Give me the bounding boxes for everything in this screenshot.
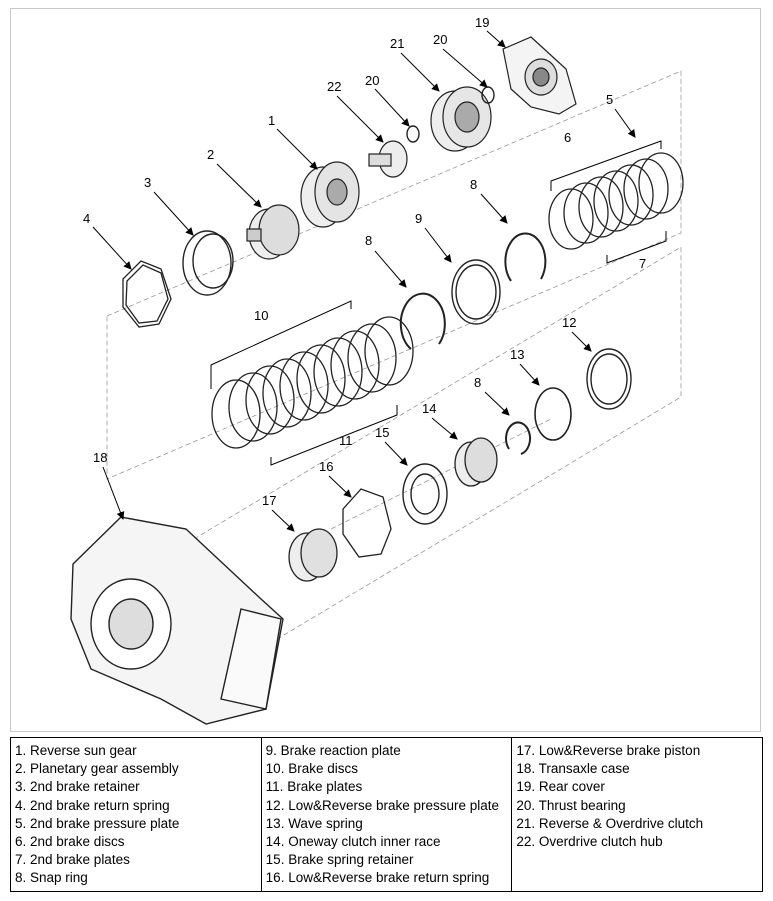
leader-arrows [92,30,636,532]
legend-item: 10. Brake discs [265,761,358,777]
callout-15: 15 [375,425,389,440]
legend-item: 20. Thrust bearing [516,797,626,813]
legend-table: 1. Reverse sun gear 2. Planetary gear as… [10,737,763,892]
legend-item: 14. Oneway clutch inner race [265,834,441,850]
legend-item: 1. Reverse sun gear [15,743,137,758]
part-overdrive-clutch-hub [368,140,408,178]
bracket-lines [210,140,667,466]
callout-20a: 20 [433,32,447,47]
part-low-reverse-brake-piston [288,528,338,582]
callout-7: 7 [639,256,646,271]
legend-item: 6. 2nd brake discs [15,834,125,850]
legend-item: 7. 2nd brake plates [15,852,130,868]
part-transaxle-case [70,516,284,725]
exploded-view-diagram: 19 21 20 20 22 1 2 3 4 5 6 7 8 8 8 9 10 … [10,8,761,732]
legend-item: 16. Low&Reverse brake return spring [265,870,490,886]
part-2nd-brake-return-spring [122,260,172,328]
part-wave-spring [534,387,572,441]
part-brake-reaction-plate [451,259,501,325]
callout-8b: 8 [365,233,372,248]
legend-item: 3. 2nd brake retainer [15,779,140,795]
part-brake-spring-retainer [402,463,448,525]
part-low-reverse-return-spring [342,488,392,558]
callout-4: 4 [83,211,90,226]
callout-labels: 19 21 20 20 22 1 2 3 4 5 6 7 8 8 8 9 10 … [83,15,646,508]
callout-10: 10 [254,308,268,323]
legend-column: 9. Brake reaction plate 10. Brake discs … [262,738,513,891]
callout-12: 12 [562,315,576,330]
legend-item: 15. Brake spring retainer [265,852,414,868]
callout-19: 19 [475,15,489,30]
part-reverse-sun-gear [300,161,360,228]
callout-5: 5 [606,92,613,107]
callout-20b: 20 [365,73,379,88]
legend-item: 13. Wave spring [265,815,363,831]
legend-item: 5. 2nd brake pressure plate [15,815,180,831]
part-low-reverse-pressure-plate [586,348,632,410]
part-brake-pack [211,316,414,449]
part-oneway-clutch-inner-race [454,437,498,487]
callout-6: 6 [564,130,571,145]
legend-item: 17. Low&Reverse brake piston [516,743,701,758]
legend-item: 18. Transaxle case [516,761,630,777]
callout-21: 21 [390,36,404,51]
callout-16: 16 [319,459,333,474]
callout-14: 14 [422,401,436,416]
legend-item: 19. Rear cover [516,779,605,795]
callout-8a: 8 [470,177,477,192]
part-snap-ring [399,232,547,455]
part-2nd-brake-pack [548,152,684,250]
legend-column: 17. Low&Reverse brake piston 18. Transax… [512,738,762,891]
part-rear-cover [502,36,577,115]
legend-item: 4. 2nd brake return spring [15,797,170,813]
legend-item: 21. Reverse & Overdrive clutch [516,815,704,831]
part-planetary-gear-assembly [246,204,300,260]
callout-1: 1 [268,113,275,128]
part-2nd-brake-retainer [182,230,234,296]
callout-13: 13 [510,347,524,362]
callout-3: 3 [144,175,151,190]
callout-2: 2 [207,147,214,162]
part-reverse-overdrive-clutch [430,86,492,152]
legend-item: 8. Snap ring [15,870,88,886]
part-thrust-bearing [406,86,495,143]
legend-column: 1. Reverse sun gear 2. Planetary gear as… [11,738,262,891]
callout-18: 18 [93,450,107,465]
legend-item: 22. Overdrive clutch hub [516,834,663,850]
legend-item: 9. Brake reaction plate [265,743,401,758]
callout-8c: 8 [474,375,481,390]
legend-item: 11. Brake plates [265,779,363,795]
callout-22: 22 [327,79,341,94]
callout-17: 17 [262,493,276,508]
legend-item: 2. Planetary gear assembly [15,761,179,777]
callout-9: 9 [415,211,422,226]
legend-item: 12. Low&Reverse brake pressure plate [265,797,500,813]
